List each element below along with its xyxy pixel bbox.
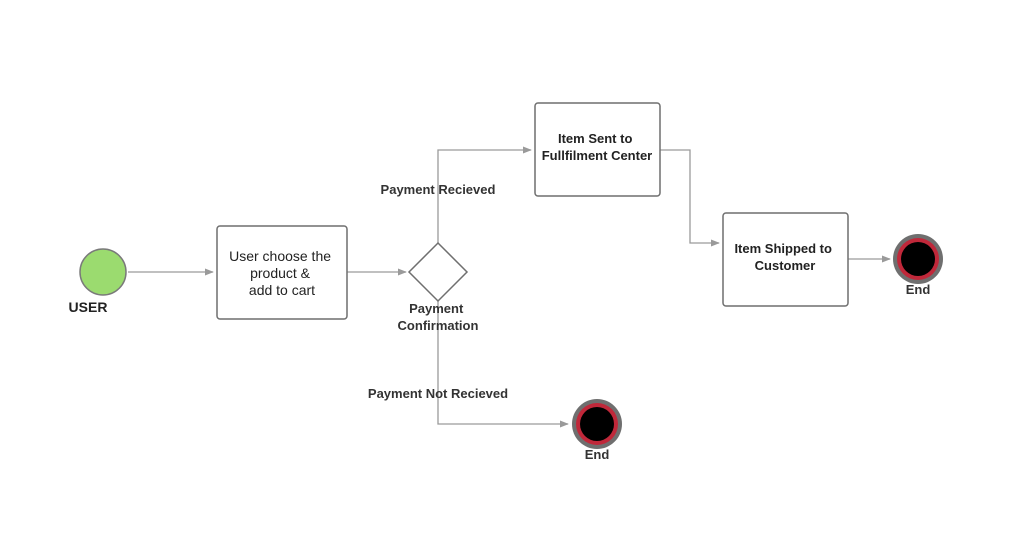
payment-received-label: Payment Recieved: [381, 182, 496, 197]
edge-decision-to-end-bottom: [437, 301, 569, 428]
end-node-bottom-label: End: [585, 447, 610, 462]
payment-decision-diamond[interactable]: [407, 241, 469, 303]
end-node-top-label: End: [906, 282, 931, 297]
step-choose-product-label: User choose the product & add to cart: [229, 248, 335, 298]
step-sent-to-fulfillment-box[interactable]: [534, 102, 661, 197]
payment-not-received-label: Payment Not Recieved: [368, 386, 508, 401]
payment-decision-label: Payment Confirmation: [398, 301, 479, 333]
start-node-label: USER: [69, 299, 108, 315]
step-shipped-to-customer-label: Item Shipped to Customer: [734, 241, 835, 273]
step-shipped-to-customer-box[interactable]: [722, 212, 849, 307]
end-node-bottom[interactable]: [572, 399, 622, 449]
step-choose-product-box[interactable]: [216, 225, 348, 320]
edge-step2-to-step3: [660, 149, 720, 247]
end-node-top[interactable]: [893, 234, 943, 284]
step-sent-to-fulfillment-label: Item Sent to Fullfilment Center: [542, 131, 653, 163]
start-node-circle[interactable]: [79, 248, 127, 296]
edge-decision-to-step2: [437, 146, 532, 243]
